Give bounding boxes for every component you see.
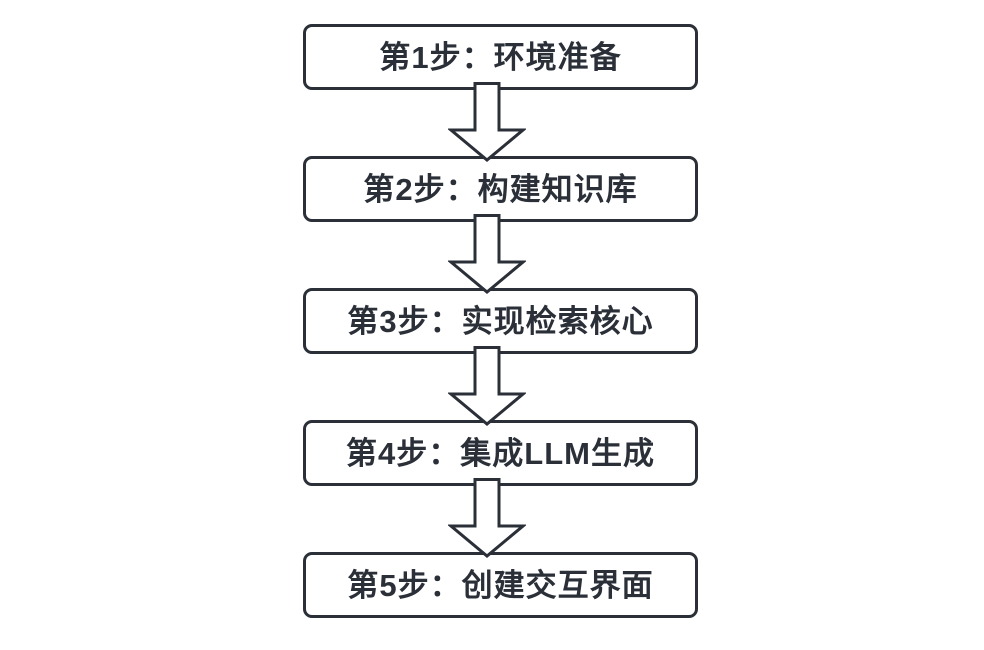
step-node-2-label: 第2步：构建知识库 bbox=[363, 171, 638, 207]
down-arrow-icon bbox=[448, 346, 526, 426]
step-node-3-label: 第3步：实现检索核心 bbox=[347, 303, 654, 339]
step-node-5-label: 第5步：创建交互界面 bbox=[347, 567, 654, 603]
step-node-2: 第2步：构建知识库 bbox=[303, 156, 698, 222]
step-node-1-label: 第1步：环境准备 bbox=[379, 39, 622, 75]
step-node-5: 第5步：创建交互界面 bbox=[303, 552, 698, 618]
step-node-3: 第3步：实现检索核心 bbox=[303, 288, 698, 354]
step-node-1: 第1步：环境准备 bbox=[303, 24, 698, 90]
down-arrow-icon bbox=[448, 82, 526, 162]
down-arrow-icon bbox=[448, 214, 526, 294]
step-node-4-label: 第4步：集成LLM生成 bbox=[346, 435, 655, 471]
down-arrow-icon bbox=[448, 478, 526, 558]
step-node-4: 第4步：集成LLM生成 bbox=[303, 420, 698, 486]
